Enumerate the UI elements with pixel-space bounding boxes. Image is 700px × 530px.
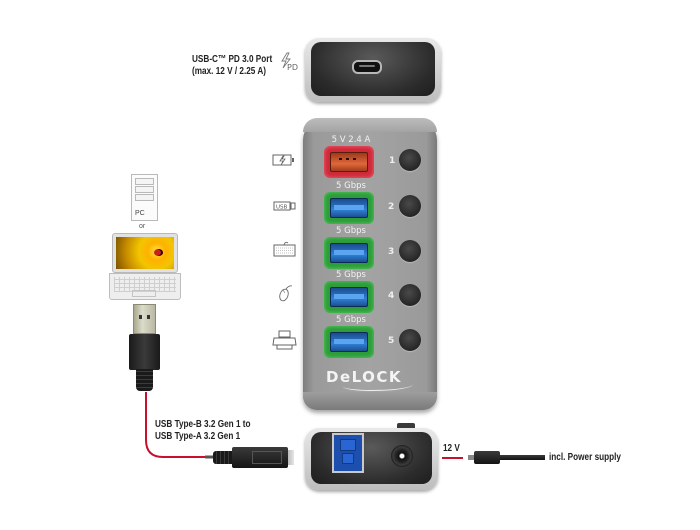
cable-label-line2: USB Type-A 3.2 Gen 1	[155, 431, 241, 442]
charging-port-1[interactable]	[324, 146, 374, 178]
lightning-pd-icon: PD	[278, 52, 302, 74]
usb-port-4[interactable]	[324, 281, 374, 313]
pc-tower: PC	[131, 174, 158, 221]
usb-b-port[interactable]	[332, 433, 364, 473]
usb-c-end-view	[305, 38, 441, 102]
usb-port-5[interactable]	[324, 326, 374, 358]
usb-a-plug-housing	[129, 334, 160, 370]
usb-hub-body: 5 V 2.4 A 1 5 Gbps 2 5 Gbps 3 5 Gbps 4 5…	[303, 118, 437, 410]
battery-charging-icon	[272, 153, 296, 172]
or-label: or	[139, 223, 146, 230]
laptop-screen	[112, 233, 178, 273]
usb-port-2[interactable]	[324, 192, 374, 224]
port-1-number: 1	[389, 156, 396, 166]
usb-c-label-line1: USB-C™ PD 3.0 Port	[192, 54, 273, 65]
usb-port-3[interactable]	[324, 237, 374, 269]
port-3-speed: 5 Gbps	[336, 226, 366, 236]
dc-plug-tip	[468, 455, 474, 460]
port-2-number: 2	[388, 202, 395, 212]
ladybug-image	[154, 249, 163, 256]
port-4-switch-button[interactable]	[399, 284, 421, 306]
pc-label: PC	[135, 210, 145, 217]
port-2-speed: 5 Gbps	[336, 181, 366, 191]
cable-label-line1: USB Type-B 3.2 Gen 1 to	[155, 419, 251, 430]
port-4-speed: 5 Gbps	[336, 270, 366, 280]
usb-c-label-line2: (max. 12 V / 2.25 A)	[192, 66, 266, 77]
port-3-number: 3	[388, 247, 395, 257]
voltage-underline	[442, 457, 463, 459]
port-5-speed: 5 Gbps	[336, 315, 366, 325]
usb-b-strain-relief	[213, 451, 233, 464]
dc-power-jack[interactable]	[391, 445, 413, 467]
port-2-switch-button[interactable]	[399, 195, 421, 217]
laptop-keyboard	[109, 273, 181, 300]
usb-b-plug-housing	[232, 447, 288, 468]
usb-a-plug-metal	[133, 304, 156, 334]
port-1-rating: 5 V 2.4 A	[331, 135, 371, 145]
usb-c-port-label: USB-C™ PD 3.0 Port (max. 12 V / 2.25 A)	[192, 54, 272, 78]
dc-cable	[500, 455, 545, 460]
port-1-switch-button[interactable]	[399, 149, 421, 171]
port-4-number: 4	[388, 291, 395, 301]
cable-label: USB Type-B 3.2 Gen 1 to USB Type-A 3.2 G…	[155, 419, 251, 443]
usb-b-plug-metal	[288, 450, 294, 465]
dc-plug-housing	[474, 451, 500, 464]
printer-icon	[272, 330, 298, 355]
power-supply-label: incl. Power supply	[549, 452, 622, 463]
logo-swoosh	[343, 380, 413, 391]
usb-c-port	[352, 60, 382, 74]
port-5-switch-button[interactable]	[399, 329, 421, 351]
usb-b-end-view	[305, 428, 438, 490]
port-3-switch-button[interactable]	[399, 240, 421, 262]
svg-text:USB: USB	[276, 205, 288, 211]
mouse-icon	[277, 284, 295, 307]
usb-a-strain-relief	[136, 369, 153, 391]
port-5-number: 5	[388, 336, 395, 346]
pd-text: PD	[287, 63, 298, 72]
usb-stick-icon: USB	[273, 199, 297, 217]
end-view-switch	[397, 423, 415, 428]
keyboard-icon	[273, 241, 297, 262]
voltage-label: 12 V	[443, 443, 460, 454]
